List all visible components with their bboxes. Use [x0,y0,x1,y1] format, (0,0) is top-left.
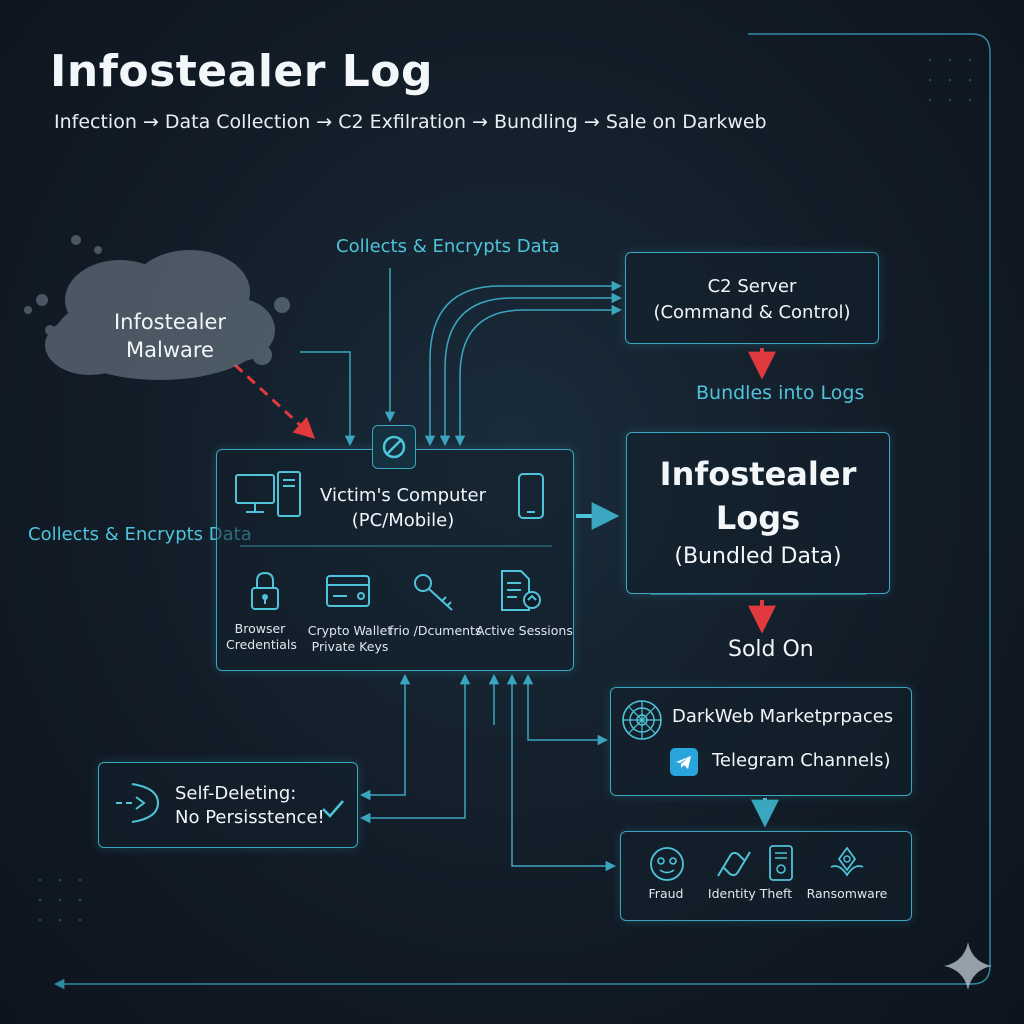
darkweb-market-box [610,687,912,796]
item-browser-credentials: Browser Credentials [226,621,297,653]
document-icon [499,568,543,618]
key-icon [412,572,456,618]
victim-line1: Victim's Computer [320,485,486,506]
desktop-icon [234,470,304,524]
darkweb-market-label: DarkWeb Marketprpaces [672,706,894,727]
c2-line1: C2 Server [707,276,797,297]
spiderweb-icon [620,698,664,746]
outcome-fraud: Fraud [648,886,684,901]
malware-cloud [24,235,290,380]
item-label: Credentials [226,637,297,652]
check-icon [320,798,346,824]
item-label: Browser [234,621,286,636]
selfdelete-line2: No Persisstence! [175,807,325,828]
selfdel-arrow-2 [359,673,471,824]
outcomes-box [620,831,912,921]
identity-theft-icon [714,846,754,886]
outcome-ransomware: Ransomware [806,886,888,901]
item-active-sessions: Active Sessions [476,623,573,639]
outcome-identity-theft: Identity Theft [707,886,793,901]
infostealer-logs-box [626,432,890,594]
item-crypto-wallet: Crypto Wallet Private Keys [306,623,394,655]
fraud-mask-icon [649,846,685,886]
logs-line2: Logs [715,499,801,537]
c2-server-label: C2 Server (Command & Control) [625,274,879,326]
victim-title: Victim's Computer (PC/Mobile) [300,483,506,533]
market-link-arrow [522,673,609,746]
c2-server-box [625,252,879,344]
item-documents: frio /Dcuments [389,623,481,639]
phone-id-icon [768,844,794,886]
selfdelete-line1: Self-Deleting: [175,783,297,804]
malware-link-arrow [300,351,356,447]
collects-top-label: Collects & Encrypts Data [336,236,560,257]
bundles-label: Bundles into Logs [696,382,865,404]
outcome-link-arrow [506,673,617,872]
infostealer-logs-label: Infostealer Logs (Bundled Data) [626,452,890,574]
ransomware-icon [827,845,867,885]
collects-left-label: Collects & Encrypts Data [28,524,252,545]
victim-computer-box [216,449,574,671]
telegram-icon [670,748,698,780]
page-subtitle: Infection → Data Collection → C2 Exfilra… [54,111,767,133]
c2-line2: (Command & Control) [653,302,851,323]
sparkle-icon [944,942,992,990]
logs-line1: Infostealer [659,455,857,493]
victim-line2: (PC/Mobile) [351,510,455,531]
item-label: frio /Dcuments [389,623,482,638]
exfil-arrow-2 [439,292,623,447]
exfil-arrow-3 [454,304,623,447]
mobile-icon [517,472,545,524]
item-label: Active Sessions [476,623,573,638]
self-deleting-label: Self-Deleting: No Persisstence! [175,782,325,830]
item-label: Private Keys [311,639,389,654]
malware-line2: Malware [126,338,214,362]
malware-line1: Infostealer [113,310,227,334]
item-label: Crypto Wallet [307,623,393,638]
page-title: Infostealer Log [50,46,434,97]
logs-line3: (Bundled Data) [674,544,842,569]
malware-label: Infostealer Malware [90,308,250,364]
sold-on-label: Sold On [728,637,814,662]
self-delete-icon [114,780,164,830]
selfdel-arrow-1 [359,673,411,801]
telegram-label: Telegram Channels) [712,750,891,771]
infection-arrow [233,363,316,439]
malware-chip-icon [372,425,416,469]
outer-frame-line [53,33,991,990]
wallet-card-icon [325,574,371,612]
lock-icon [249,570,281,616]
decor-dots [38,58,972,922]
